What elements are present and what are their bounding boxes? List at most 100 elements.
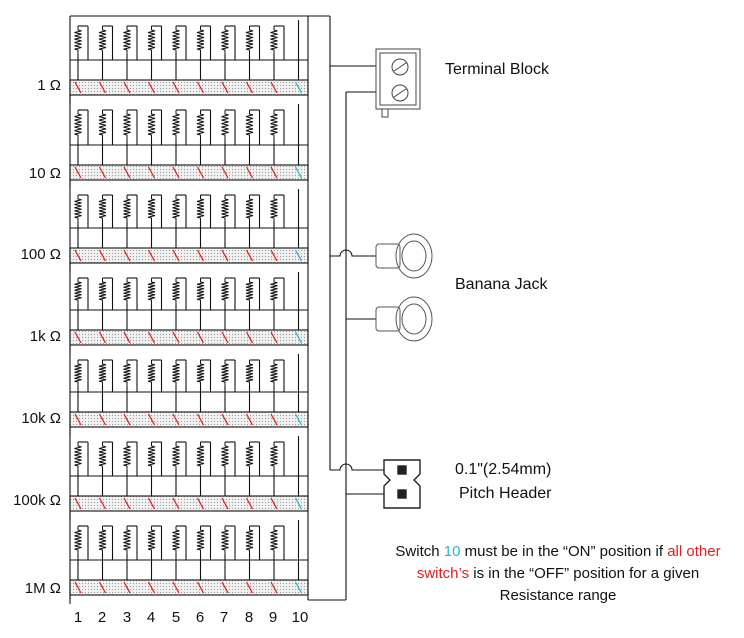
resistor-icon <box>74 442 82 470</box>
resistor-icon <box>98 195 107 222</box>
resistor-icon <box>196 526 205 554</box>
switch-off-mark <box>74 249 82 262</box>
resistor-icon <box>270 526 278 554</box>
switch-off-mark <box>147 497 156 510</box>
resistor-icon <box>74 526 82 554</box>
switch-off-mark <box>270 497 278 510</box>
note-switch-number: 10 <box>443 543 461 560</box>
banana-jack-label: Banana Jack <box>455 276 548 293</box>
switch-off-mark <box>196 331 205 344</box>
resistor-icon <box>172 278 180 304</box>
resistor-icon <box>172 26 180 54</box>
resistor-icon <box>245 110 254 139</box>
resistor-icon <box>98 360 107 386</box>
resistor-icon <box>74 26 82 54</box>
resistor-icon <box>147 195 156 222</box>
resistor-icon <box>98 278 107 304</box>
switch-off-mark <box>196 249 205 262</box>
switch-number-4: 4 <box>146 609 156 626</box>
switch-number-5: 5 <box>171 609 181 626</box>
terminal-block-icon <box>375 48 421 118</box>
switch-off-mark <box>172 581 180 594</box>
resistor-icon <box>123 442 131 470</box>
header-label-line2: Pitch Header <box>459 485 552 502</box>
ladder-section-4 <box>69 272 309 354</box>
resistor-icon <box>196 195 205 222</box>
resistor-icon <box>123 26 131 54</box>
switch-off-mark <box>245 413 254 426</box>
resistor-icon <box>74 360 82 386</box>
switch-off-mark <box>172 166 180 179</box>
switch-off-mark <box>221 331 229 344</box>
switch-off-mark <box>123 166 131 179</box>
switch-on-mark <box>294 331 303 344</box>
switch-on-mark <box>294 81 303 94</box>
switch-number-10: 10 <box>291 609 309 626</box>
switch-off-mark <box>245 331 254 344</box>
switch-off-mark <box>270 413 278 426</box>
resistor-icon <box>270 442 278 470</box>
resistor-icon <box>147 526 156 554</box>
resistor-icon <box>245 278 254 304</box>
resistor-icon <box>172 442 180 470</box>
switch-off-mark <box>196 81 205 94</box>
switch-off-mark <box>221 166 229 179</box>
resistor-icon <box>123 195 131 222</box>
ladder-section-7 <box>69 520 309 604</box>
resistor-icon <box>123 360 131 386</box>
switch-number-1: 1 <box>73 609 83 626</box>
resistor-icon <box>147 360 156 386</box>
ladder-section-6 <box>69 436 309 520</box>
resistor-icon <box>221 278 229 304</box>
resistor-icon <box>196 442 205 470</box>
note-other-switches: all other switch’s <box>416 543 721 582</box>
switch-off-mark <box>98 331 107 344</box>
switch-off-mark <box>123 413 131 426</box>
switch-number-3: 3 <box>122 609 132 626</box>
resistor-icon <box>221 26 229 54</box>
range-label-1mohm: 1M Ω <box>24 580 61 597</box>
resistor-icon <box>221 442 229 470</box>
switch-off-mark <box>74 497 82 510</box>
resistor-icon <box>98 110 107 139</box>
range-label-10ohm: 10 Ω <box>28 165 61 182</box>
range-label-100ohm: 100 Ω <box>20 246 61 263</box>
resistor-icon <box>221 195 229 222</box>
switch-off-mark <box>123 581 131 594</box>
switch-off-mark <box>147 81 156 94</box>
switch-number-7: 7 <box>219 609 229 626</box>
resistor-icon <box>270 26 278 54</box>
switch-off-mark <box>98 81 107 94</box>
resistor-icon <box>172 526 180 554</box>
switch-off-mark <box>172 497 180 510</box>
switch-off-mark <box>98 413 107 426</box>
switch-off-mark <box>221 413 229 426</box>
switch-off-mark <box>74 581 82 594</box>
switch-off-mark <box>196 497 205 510</box>
switch-number-8: 8 <box>244 609 254 626</box>
resistor-icon <box>245 442 254 470</box>
switch-off-mark <box>270 331 278 344</box>
resistor-icon <box>245 526 254 554</box>
switch-off-mark <box>245 166 254 179</box>
switch-off-mark <box>196 413 205 426</box>
switch-number-9: 9 <box>268 609 278 626</box>
switch-off-mark <box>147 413 156 426</box>
resistor-icon <box>74 195 82 222</box>
note-text-3: is in the “OFF” position for a given Res… <box>469 565 700 604</box>
resistor-icon <box>98 526 107 554</box>
ladder-section-5 <box>69 354 309 436</box>
resistor-icon <box>270 195 278 222</box>
switch-off-mark <box>172 81 180 94</box>
resistor-icon <box>221 110 229 139</box>
resistor-icon <box>147 442 156 470</box>
banana-jack-icon <box>375 233 433 342</box>
switch-off-mark <box>123 497 131 510</box>
switch-off-mark <box>98 166 107 179</box>
resistor-icon <box>270 110 278 139</box>
range-label-1kohm: 1k Ω <box>29 328 61 345</box>
switch-on-mark <box>294 249 303 262</box>
switch-off-mark <box>147 166 156 179</box>
switch-number-6: 6 <box>195 609 205 626</box>
switch-off-mark <box>221 497 229 510</box>
